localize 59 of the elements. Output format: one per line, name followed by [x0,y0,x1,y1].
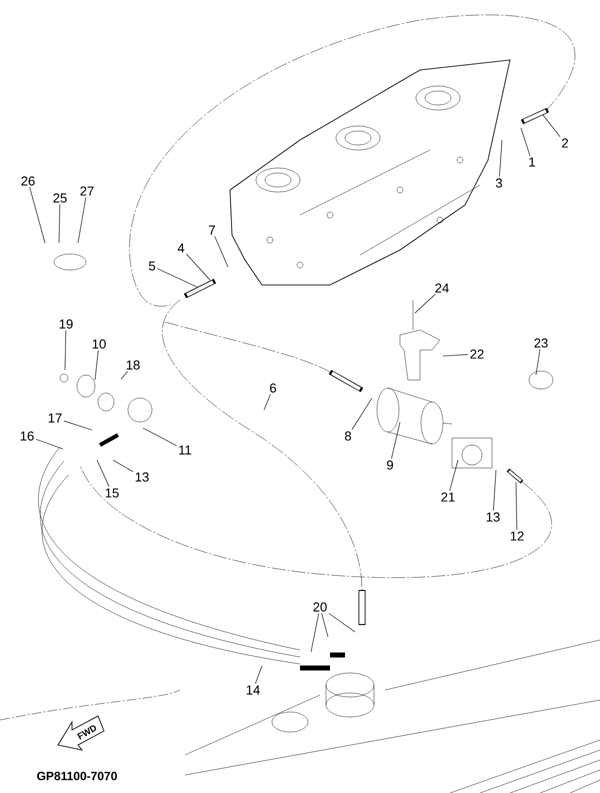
leader-line [536,349,540,376]
callout-number: 14 [246,686,260,694]
callout-number: 25 [53,193,67,203]
callout-number: 26 [21,176,35,186]
callout-number: 9 [387,460,393,470]
leader-line [36,438,64,450]
leader-line [352,398,372,430]
leader-line [542,114,560,138]
leader-line [499,140,502,178]
leader-line [214,236,228,268]
leader-line [391,422,400,459]
callout-number: 21 [441,492,455,502]
leader-line [157,268,198,288]
callout-number: 13 [136,472,149,482]
leader-line [493,470,496,511]
callout-number: 13 [486,512,500,522]
leader-line [516,482,518,530]
callout-number: 20 [313,602,327,612]
drawing-number: GP81100-7070 [37,772,117,780]
callout-number: 4 [178,244,184,252]
leader-line [321,613,328,638]
leader-line [64,330,66,370]
leader-line [442,354,468,356]
leader-line [112,460,134,472]
leader-line [449,460,458,492]
leader-line [120,371,128,380]
callout-number: 12 [510,531,524,541]
callout-number: 11 [179,446,192,454]
callout-number: 15 [106,488,119,498]
callout-number: 5 [148,261,156,271]
leader-line [520,128,530,156]
callout-number: 23 [534,338,548,348]
callout-number: 10 [92,339,106,349]
leader-line [328,613,356,632]
leader-line [310,613,320,652]
callout-number: 2 [562,138,568,148]
leader-line [255,666,262,684]
leader-line [414,294,436,314]
callout-number: 16 [20,431,34,441]
leader-line [142,428,177,446]
leader-line [58,204,60,244]
leader-line [29,187,46,244]
leader-line [96,460,110,488]
callout-number: 17 [48,414,62,422]
callout-number: 3 [496,178,502,188]
leader-line [94,350,99,380]
callout-number: 22 [470,349,484,359]
callout-number: 8 [344,431,352,441]
callout-number: 19 [60,319,73,329]
callout-number: 1 [529,158,535,166]
leader-line [78,196,86,244]
leader-line [186,254,210,280]
callout-number: 24 [435,283,449,293]
leader-line [264,394,271,410]
callout-number: 7 [209,226,215,234]
callout-number: 18 [126,360,140,370]
leader-line [64,420,92,430]
callout-number: 27 [80,186,94,196]
callout-number: 6 [270,383,276,393]
